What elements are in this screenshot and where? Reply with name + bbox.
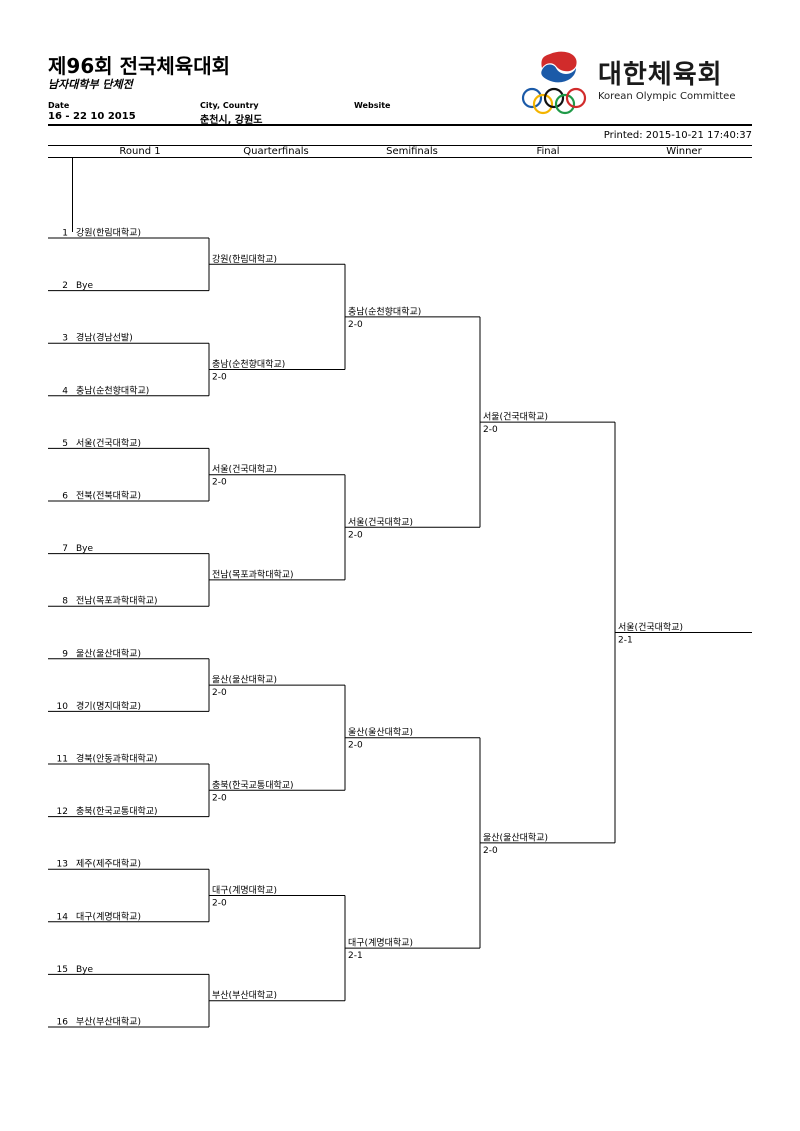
round1-team: 제주(제주대학교) bbox=[76, 859, 141, 870]
semifinal-team: 서울(건국대학교) bbox=[348, 517, 413, 528]
header-divider bbox=[48, 124, 752, 126]
semifinal-score: 2-1 bbox=[348, 951, 363, 961]
quarterfinal-score: 2-0 bbox=[212, 899, 227, 909]
website-label: Website bbox=[354, 101, 391, 110]
semifinal-team: 대구(계명대학교) bbox=[348, 937, 413, 949]
final-score: 2-0 bbox=[483, 846, 498, 856]
taeguk-flame-icon bbox=[541, 51, 577, 83]
quarterfinal-team: 대구(계명대학교) bbox=[212, 884, 277, 896]
semifinal-team: 충남(순천향대학교) bbox=[348, 305, 421, 317]
quarterfinal-team: 충북(한국교통대학교) bbox=[212, 780, 294, 791]
round1-team: 경기(명지대학교) bbox=[76, 700, 141, 712]
semifinal-score: 2-0 bbox=[348, 741, 363, 751]
rounds-header-bottom-rule bbox=[48, 157, 752, 158]
round1-seed: 1 bbox=[62, 229, 68, 239]
round1-seed: 9 bbox=[62, 649, 68, 659]
quarterfinal-score: 2-0 bbox=[212, 478, 227, 488]
quarterfinal-team: 전남(목포과학대학교) bbox=[212, 569, 294, 580]
round1-team: 전북(전북대학교) bbox=[76, 491, 141, 502]
round1-seed: 15 bbox=[57, 965, 68, 975]
logo-name: 대한체육회 bbox=[598, 60, 723, 90]
round1-team: 전남(목포과학대학교) bbox=[76, 596, 158, 607]
quarterfinal-score: 2-0 bbox=[212, 688, 227, 698]
round1-seed: 6 bbox=[62, 492, 68, 502]
round1-team: Bye bbox=[76, 281, 94, 291]
round1-seed: 13 bbox=[57, 860, 68, 870]
round1-team: Bye bbox=[76, 965, 94, 975]
city-value: 춘천시, 강원도 bbox=[200, 115, 263, 126]
round1-seed: 11 bbox=[57, 755, 68, 765]
round1-seed: 2 bbox=[62, 281, 68, 291]
quarterfinal-team: 부산(부산대학교) bbox=[212, 990, 277, 1001]
round1-team: 부산(부산대학교) bbox=[76, 1017, 141, 1028]
final-score: 2-0 bbox=[483, 425, 498, 435]
round1-seed: 3 bbox=[62, 334, 68, 344]
final-team: 울산(울산대학교) bbox=[483, 832, 548, 843]
winner-team: 서울(건국대학교) bbox=[618, 622, 683, 633]
round1-team: 대구(계명대학교) bbox=[76, 910, 141, 922]
round1-team: 울산(울산대학교) bbox=[76, 648, 141, 659]
printed-timestamp: Printed: 2015-10-21 17:40:37 bbox=[603, 130, 752, 141]
round1-seed: 7 bbox=[62, 544, 68, 554]
semifinal-team: 울산(울산대학교) bbox=[348, 727, 413, 738]
round1-seed: 16 bbox=[57, 1018, 69, 1028]
round1-team: 경북(안동과학대학교) bbox=[76, 753, 158, 765]
round1-seed: 8 bbox=[62, 597, 68, 607]
round1-team: 충북(한국교통대학교) bbox=[76, 806, 158, 817]
round1-team: 서울(건국대학교) bbox=[76, 438, 141, 449]
olympic-committee-logo bbox=[521, 51, 587, 115]
event-subtitle: 남자대학부 단체전 bbox=[48, 78, 133, 91]
city-label: City, Country bbox=[200, 101, 259, 110]
round-header-round1: Round 1 bbox=[119, 146, 161, 157]
round1-team: 강원(한림대학교) bbox=[76, 227, 141, 239]
quarterfinal-team: 울산(울산대학교) bbox=[212, 675, 277, 686]
quarterfinal-team: 충남(순천향대학교) bbox=[212, 358, 285, 370]
round1-team: 충남(순천향대학교) bbox=[76, 384, 149, 396]
quarterfinal-team: 강원(한림대학교) bbox=[212, 253, 277, 265]
logo-subtitle: Korean Olympic Committee bbox=[598, 91, 736, 102]
round1-team: Bye bbox=[76, 544, 94, 554]
rounds-header-top-rule bbox=[48, 145, 752, 146]
round1-team: 경남(경남선발) bbox=[76, 332, 133, 344]
olympic-rings-icon bbox=[521, 87, 587, 115]
quarterfinal-score: 2-0 bbox=[212, 793, 227, 803]
winner-score: 2-1 bbox=[618, 636, 633, 646]
round1-seed: 5 bbox=[62, 439, 68, 449]
tournament-title: 제96회 전국체육대회 bbox=[48, 54, 230, 78]
quarterfinal-team: 서울(건국대학교) bbox=[212, 464, 277, 475]
semifinal-score: 2-0 bbox=[348, 320, 363, 330]
date-label: Date bbox=[48, 101, 70, 110]
round1-seed: 14 bbox=[57, 912, 69, 922]
semifinal-score: 2-0 bbox=[348, 530, 363, 540]
round1-seed: 10 bbox=[57, 702, 69, 712]
round-header-semifinals: Semifinals bbox=[386, 146, 438, 157]
bracket-left-rule bbox=[72, 157, 73, 232]
round1-seed: 12 bbox=[57, 807, 68, 817]
date-value: 16 - 22 10 2015 bbox=[48, 111, 136, 122]
quarterfinal-score: 2-0 bbox=[212, 373, 227, 383]
final-team: 서울(건국대학교) bbox=[483, 412, 548, 423]
round1-seed: 4 bbox=[62, 386, 68, 396]
round-header-final: Final bbox=[536, 146, 560, 157]
round-header-quarterfinals: Quarterfinals bbox=[243, 146, 309, 157]
round-header-winner: Winner bbox=[666, 146, 702, 157]
